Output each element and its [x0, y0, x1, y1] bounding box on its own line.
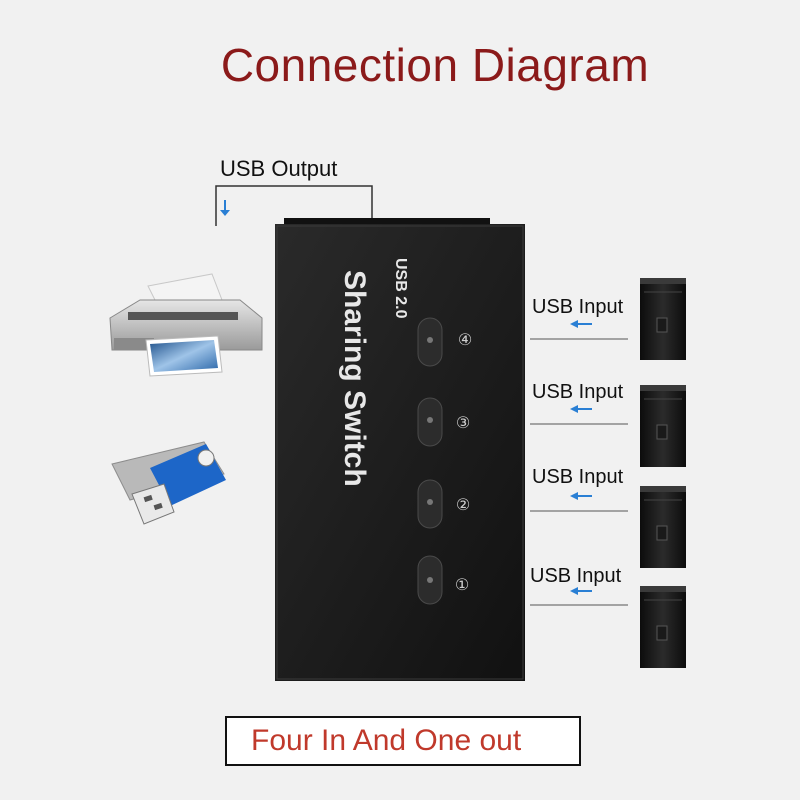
computer-tower-icon — [640, 586, 686, 668]
sharing-switch-device — [275, 218, 525, 681]
computer-tower-icon — [640, 278, 686, 360]
computer-tower-icon — [640, 486, 686, 568]
port-number-1: ① — [455, 577, 469, 594]
device-name-text: Sharing Switch — [338, 270, 371, 487]
usb-input-label-2: USB Input — [532, 381, 624, 403]
switch-button-2[interactable] — [417, 479, 443, 529]
usb-output-line — [215, 185, 373, 226]
usb-input-line-3 — [530, 492, 628, 512]
switch-button-3[interactable] — [417, 397, 443, 447]
usb-flash-drive-icon — [111, 441, 226, 525]
usb-input-label-4: USB Input — [530, 565, 622, 587]
device-usb-version-text: USB 2.0 — [392, 258, 409, 319]
computer-tower-icon — [640, 385, 686, 467]
diagram-title: Connection Diagram — [220, 39, 650, 91]
port-number-3: ③ — [456, 415, 470, 432]
usb-input-line-1 — [530, 320, 628, 340]
usb-input-label-3: USB Input — [532, 466, 624, 488]
port-number-2: ② — [456, 497, 470, 514]
usb-input-label-1: USB Input — [532, 296, 624, 318]
printer-icon — [109, 273, 263, 377]
usb-input-line-4 — [530, 587, 628, 606]
usb-input-line-2 — [530, 405, 628, 425]
caption-box: Four In And One out — [225, 716, 581, 766]
port-number-4: ④ — [458, 332, 472, 349]
switch-button-1[interactable] — [417, 555, 443, 605]
switch-button-4[interactable] — [417, 317, 443, 367]
usb-output-label: USB Output — [220, 156, 338, 181]
